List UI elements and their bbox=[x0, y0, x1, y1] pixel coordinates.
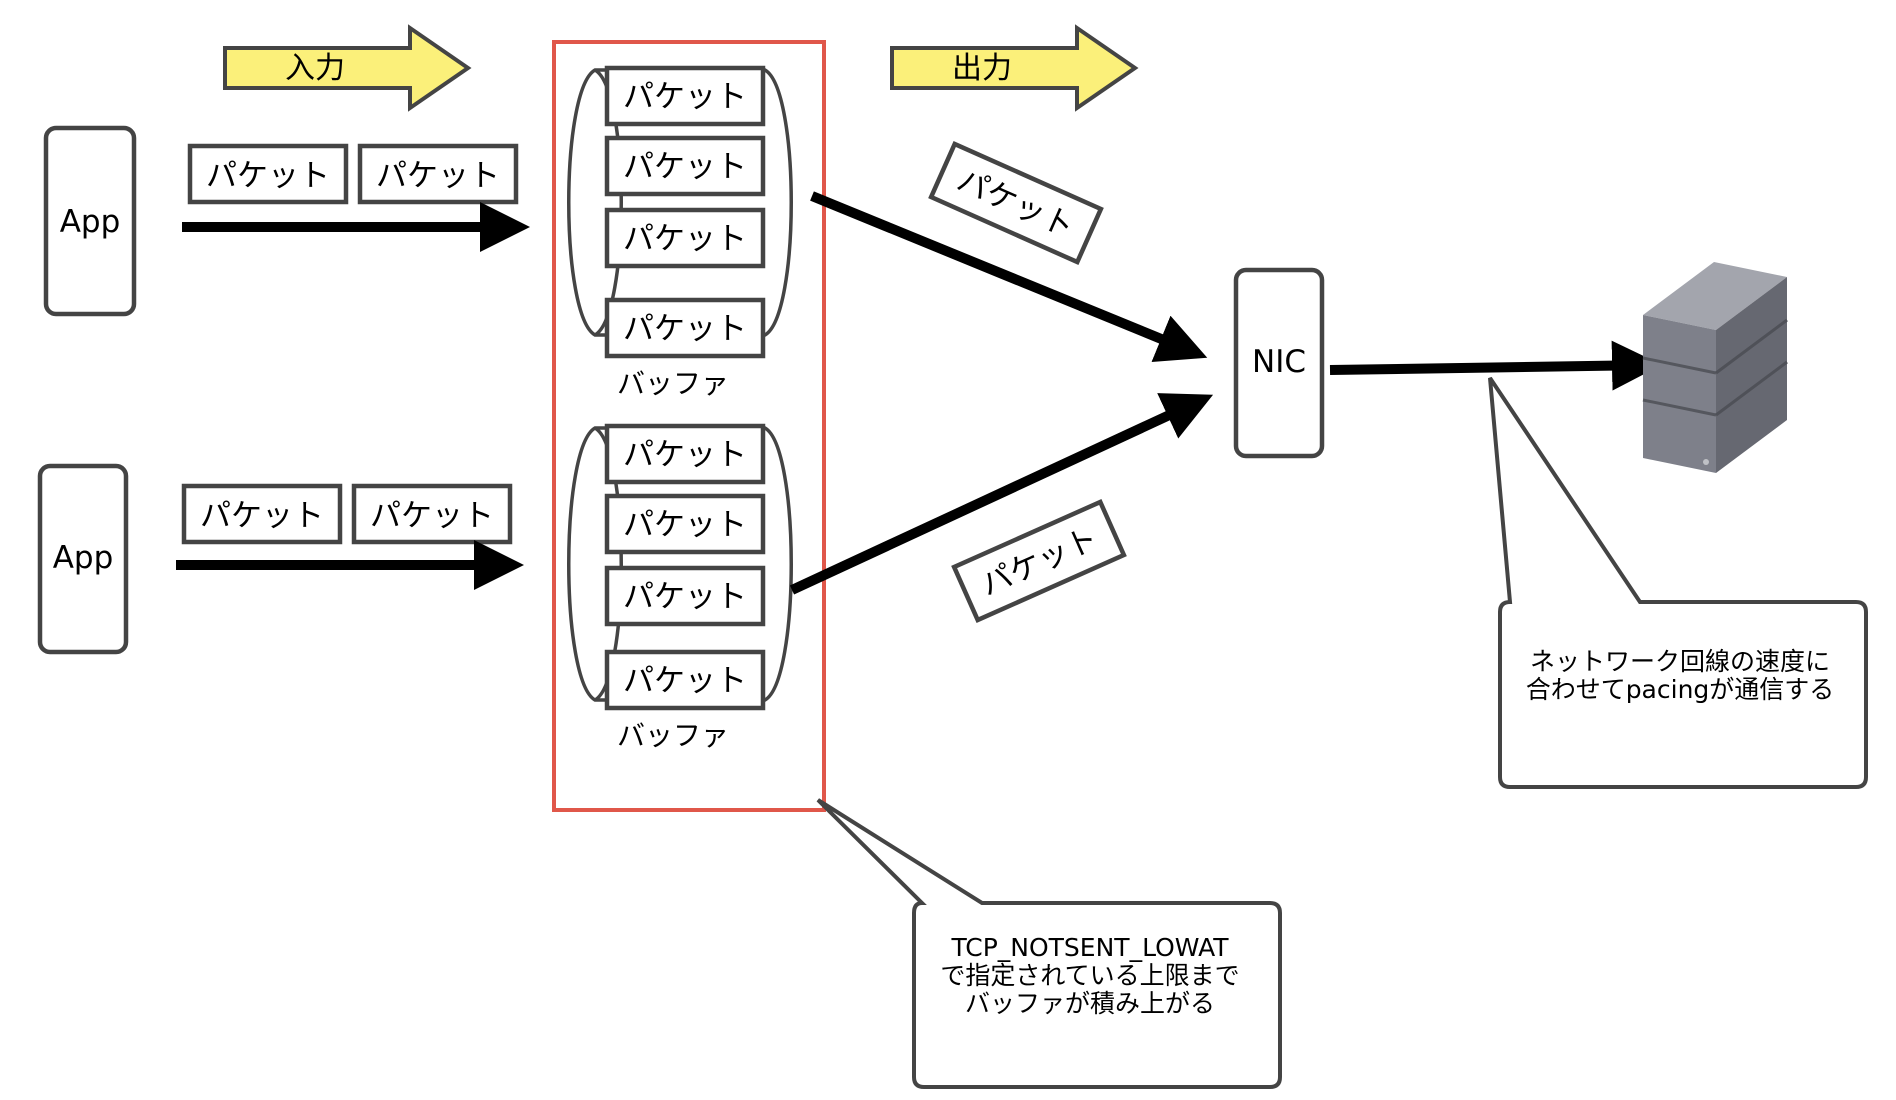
packet-label: パケット bbox=[623, 579, 747, 615]
in-flight-packet-1: パケット bbox=[928, 140, 1104, 266]
packet bbox=[604, 207, 766, 269]
callout-line: バッファが積み上がる bbox=[965, 989, 1215, 1018]
packet bbox=[604, 135, 766, 197]
pacing-note-callout: ネットワーク回線の速度に 合わせてpacingが通信する bbox=[1488, 376, 1868, 789]
app-packet-queue: パケット パケット bbox=[181, 483, 513, 545]
callout-line: 合わせてpacingが通信する bbox=[1526, 675, 1835, 704]
packet bbox=[604, 423, 766, 485]
buffer-1: パケット パケット パケット パケット バッファ bbox=[567, 65, 793, 400]
packet bbox=[604, 565, 766, 627]
input-block-arrow: 入力 bbox=[223, 24, 472, 112]
nic-node bbox=[1233, 267, 1325, 459]
packet-label: パケット bbox=[623, 507, 747, 543]
app-label: App bbox=[60, 204, 121, 240]
packet-label: パケット bbox=[623, 663, 747, 699]
packet-label: パケット bbox=[623, 149, 747, 185]
packet bbox=[181, 483, 343, 545]
buffer-label: バッファ bbox=[617, 719, 729, 752]
app-packet-queue: パケット パケット bbox=[187, 143, 519, 205]
packet-label: パケット bbox=[623, 437, 747, 473]
packet-label: パケット bbox=[376, 158, 500, 194]
buffer-2: パケット パケット パケット パケット バッファ bbox=[567, 423, 793, 752]
packet bbox=[604, 65, 766, 127]
app-node bbox=[43, 125, 137, 317]
callout-line: TCP_NOTSENT_LOWAT bbox=[950, 933, 1229, 962]
app-1: App パケット パケット bbox=[43, 125, 530, 317]
buffer-note-callout: TCP_NOTSENT_LOWAT で指定されている上限まで バッファが積み上が… bbox=[816, 798, 1282, 1089]
callout-line: ネットワーク回線の速度に bbox=[1530, 647, 1830, 676]
packet-label: パケット bbox=[206, 158, 330, 194]
packet-label: パケット bbox=[370, 498, 494, 534]
in-flight-packet-2: パケット bbox=[951, 498, 1127, 624]
packet-label: パケット bbox=[623, 221, 747, 257]
app-node bbox=[37, 463, 129, 655]
packet-label: パケット bbox=[623, 311, 747, 347]
packet-label: パケット bbox=[623, 79, 747, 115]
packet bbox=[351, 483, 513, 545]
packet bbox=[357, 143, 519, 205]
callout-line: で指定されている上限まで bbox=[940, 961, 1239, 990]
buffer2-to-nic-arrow bbox=[789, 393, 1214, 595]
nic-label: NIC bbox=[1252, 344, 1306, 380]
nic: NIC bbox=[1233, 267, 1325, 459]
buffer-highlight-frame bbox=[552, 40, 826, 812]
buffer-label: バッファ bbox=[617, 367, 729, 400]
output-label: 出力 bbox=[952, 51, 1012, 86]
app-label: App bbox=[53, 540, 114, 576]
nic-to-server-arrow bbox=[1329, 340, 1662, 391]
input-label: 入力 bbox=[285, 51, 345, 86]
output-block-arrow: 出力 bbox=[890, 24, 1139, 112]
packet bbox=[187, 143, 349, 205]
packet bbox=[604, 649, 766, 711]
buffer1-to-nic-arrow bbox=[810, 191, 1208, 362]
app-2: App パケット パケット bbox=[37, 463, 524, 655]
server-icon bbox=[1642, 262, 1788, 473]
packet bbox=[604, 493, 766, 555]
packet bbox=[604, 297, 766, 359]
packet-label: パケット bbox=[200, 498, 324, 534]
